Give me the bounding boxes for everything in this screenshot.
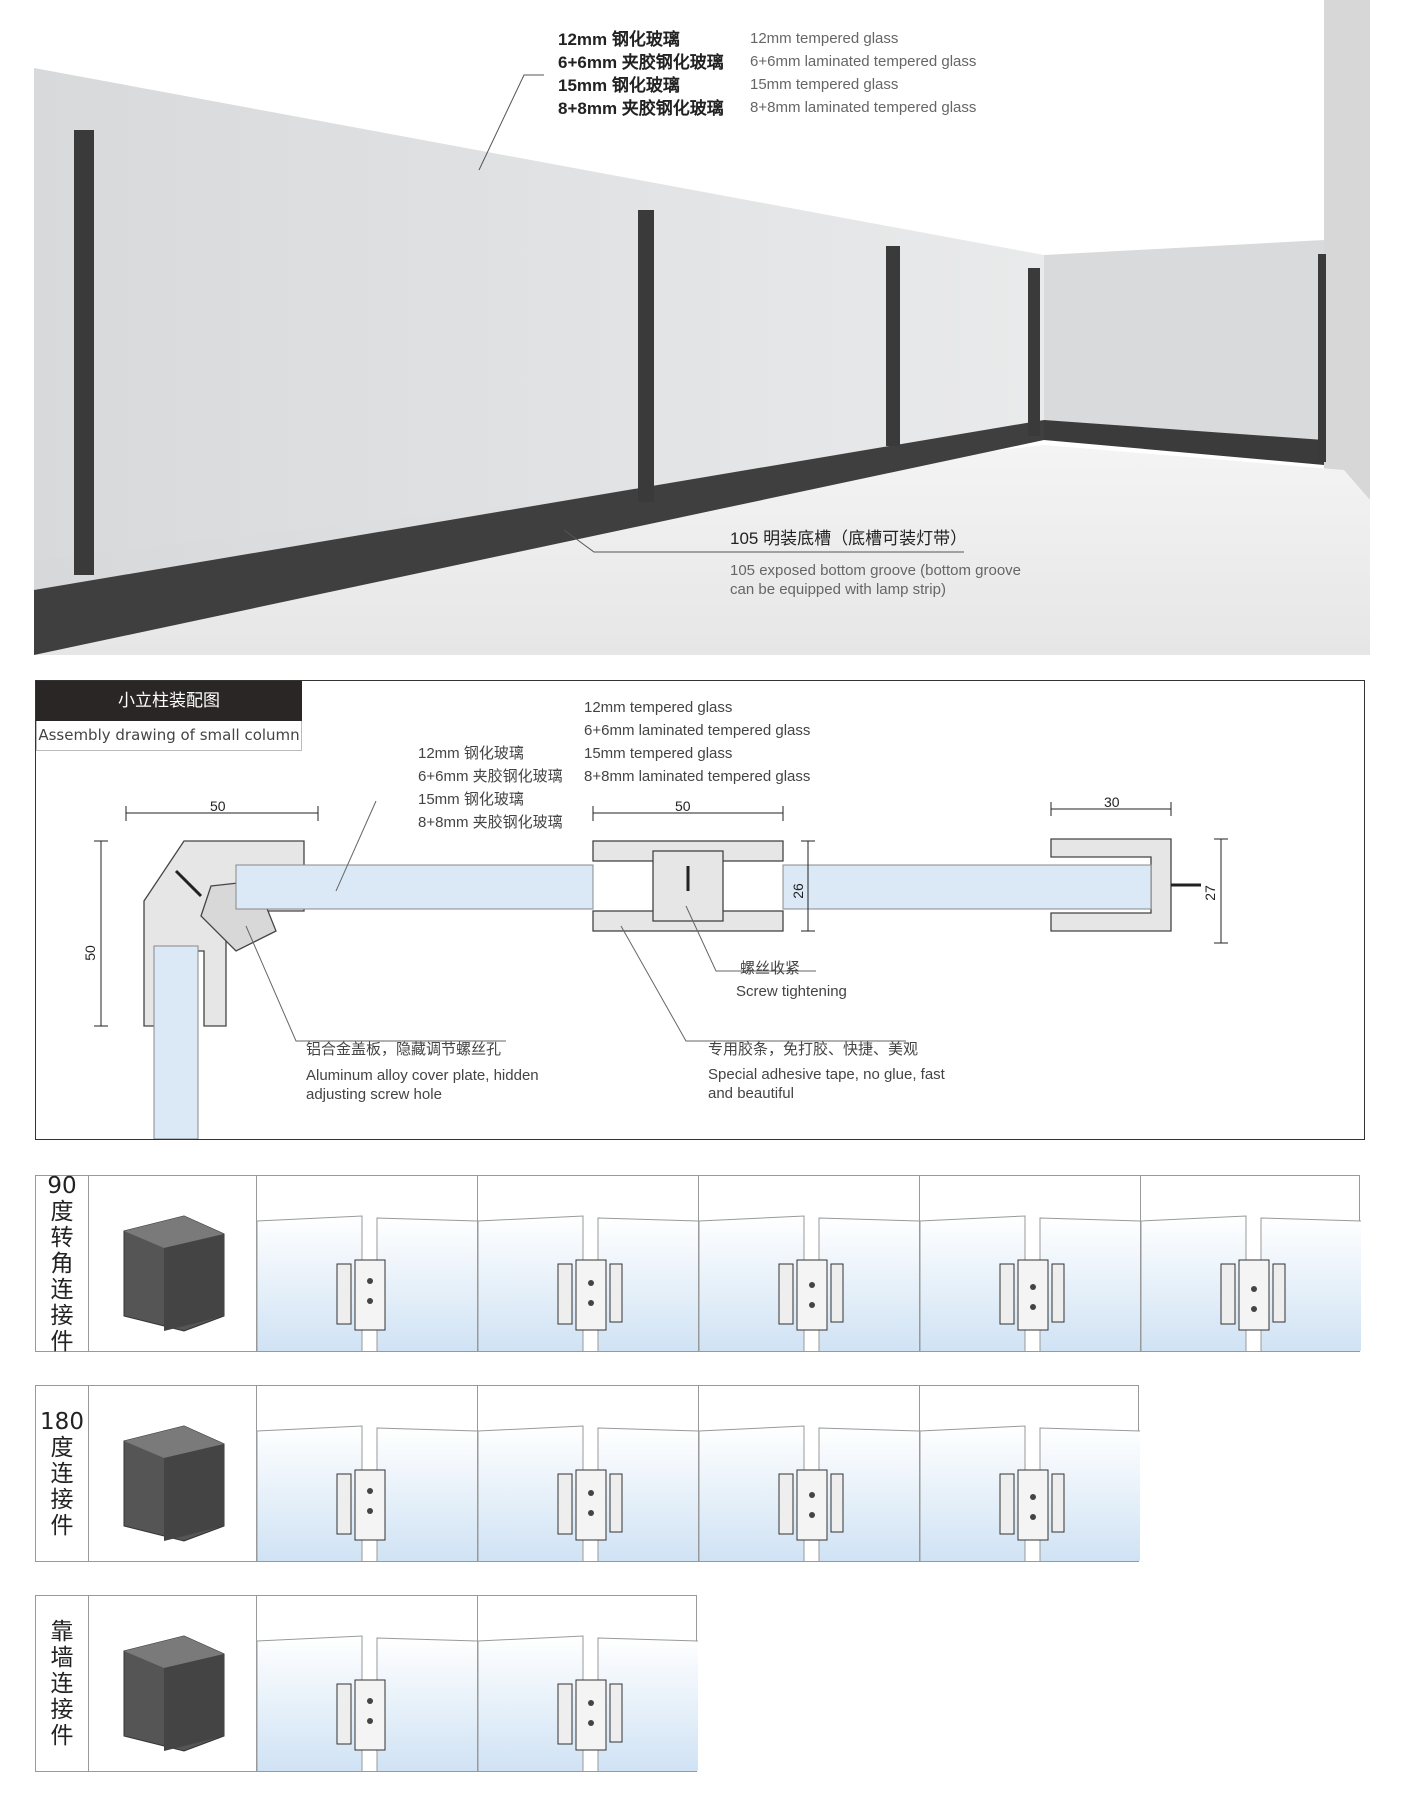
connector-label-char: 90: [47, 1172, 77, 1199]
diagram-glass-cn-3: 15mm 钢化玻璃: [418, 791, 524, 808]
screw-label-cn: 螺丝收紧: [740, 960, 801, 977]
connector-label-char: 角: [50, 1250, 74, 1277]
diagram-glass-en-4: 8+8mm laminated tempered glass: [584, 768, 811, 785]
dim-middle-width: 50: [675, 798, 691, 814]
installation-step: [698, 1176, 919, 1351]
post: [638, 210, 654, 502]
glass-spec-cn-2: 6+6mm 夹胶钢化玻璃: [558, 53, 724, 72]
tape-label-en-2: and beautiful: [708, 1085, 794, 1102]
glass-spec-cn-1: 12mm 钢化玻璃: [558, 30, 680, 49]
installation-step: [919, 1176, 1140, 1351]
installation-step: [256, 1596, 477, 1771]
connector-label-char: 接: [50, 1302, 74, 1329]
post: [886, 246, 900, 446]
dim-middle-height: 26: [789, 883, 806, 899]
connector-row-label: 靠墙连接件: [36, 1596, 88, 1771]
diagram-glass-cn-4: 8+8mm 夹胶钢化玻璃: [418, 814, 563, 831]
dim-right-height: 27: [1201, 885, 1218, 901]
connector-label-char: 180: [40, 1408, 84, 1435]
diagram-glass-cn-2: 6+6mm 夹胶钢化玻璃: [418, 768, 563, 785]
connector-label-char: 靠: [50, 1618, 74, 1645]
glass-panel-left: [235, 864, 594, 910]
connector-label-char: 度: [50, 1434, 74, 1461]
diagram-glass-en-3: 15mm tempered glass: [584, 745, 733, 762]
cover-label-en-2: adjusting screw hole: [306, 1086, 442, 1103]
installation-step: [256, 1386, 477, 1561]
installation-step: [256, 1176, 477, 1351]
diagram-title-en: Assembly drawing of small column: [36, 721, 302, 751]
dim-left-width: 50: [210, 798, 226, 814]
dim-left-height: 50: [81, 945, 98, 961]
post: [74, 130, 94, 575]
glass-spec-en-1: 12mm tempered glass: [750, 30, 899, 47]
screw-label-en: Screw tightening: [736, 983, 847, 1000]
groove-label-cn: 105 明装底槽（底槽可装灯带）: [730, 529, 968, 548]
connector-label-char: 接: [50, 1486, 74, 1513]
connector-row: 靠墙连接件: [35, 1595, 698, 1772]
installation-step: [698, 1386, 919, 1561]
installation-step: [477, 1176, 698, 1351]
diagram-glass-cn-1: 12mm 钢化玻璃: [418, 745, 524, 762]
glass-spec-en-4: 8+8mm laminated tempered glass: [750, 99, 977, 116]
connector-label-char: 墙: [50, 1644, 74, 1671]
glass-panel-vertical: [153, 945, 199, 1139]
tape-label-cn: 专用胶条，免打胶、快捷、美观: [708, 1041, 919, 1058]
connector-label-char: 连: [50, 1276, 74, 1303]
connector-product-photo: [88, 1176, 256, 1351]
connector-label-char: 件: [50, 1328, 74, 1355]
assembly-diagram-frame: [35, 680, 1365, 1140]
connector-label-char: 度: [50, 1198, 74, 1225]
connector-label-char: 转: [50, 1224, 74, 1251]
dim-right-width: 30: [1104, 794, 1120, 810]
groove-label-en-2: can be equipped with lamp strip): [730, 581, 946, 598]
connector-label-char: 连: [50, 1670, 74, 1697]
connector-label-char: 件: [50, 1722, 74, 1749]
column-cross-section-drawing: [94, 800, 1228, 1139]
cover-label-en-1: Aluminum alloy cover plate, hidden: [306, 1067, 539, 1084]
glass-spec-en-2: 6+6mm laminated tempered glass: [750, 53, 977, 70]
glass-spec-en-3: 15mm tempered glass: [750, 76, 899, 93]
connector-label-char: 件: [50, 1512, 74, 1539]
glass-spec-cn-4: 8+8mm 夹胶钢化玻璃: [558, 99, 724, 118]
diagram-glass-en-2: 6+6mm laminated tempered glass: [584, 722, 811, 739]
glass-panel-right: [782, 864, 1152, 910]
installation-step: [477, 1386, 698, 1561]
cover-label-cn: 铝合金盖板，隐藏调节螺丝孔: [306, 1041, 502, 1058]
glass-spec-cn-3: 15mm 钢化玻璃: [558, 76, 680, 95]
installation-step: [919, 1386, 1140, 1561]
post: [1318, 254, 1326, 462]
diagram-glass-en-1: 12mm tempered glass: [584, 699, 733, 716]
post: [1028, 268, 1040, 436]
diagram-title-cn: 小立柱装配图: [36, 681, 302, 721]
installation-step: [1140, 1176, 1361, 1351]
connector-product-photo: [88, 1386, 256, 1561]
screw-icon: [174, 866, 1201, 898]
installation-step: [477, 1596, 698, 1771]
connector-label-char: 接: [50, 1696, 74, 1723]
connector-product-photo: [88, 1596, 256, 1771]
glass-railing-illustration: [34, 0, 1370, 655]
tape-label-en-1: Special adhesive tape, no glue, fast: [708, 1066, 945, 1083]
connector-label-char: 连: [50, 1460, 74, 1487]
groove-label-en-1: 105 exposed bottom groove (bottom groove: [730, 562, 1022, 579]
